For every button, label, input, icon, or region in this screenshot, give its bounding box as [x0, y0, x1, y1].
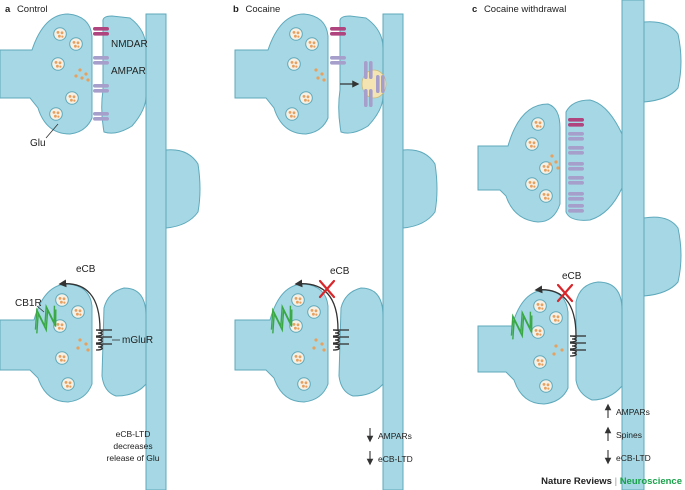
- label-ampar: AMPAR: [111, 66, 146, 77]
- note-b-line-1: AMPARs: [378, 431, 412, 441]
- presynaptic-terminal-b-bottom: [234, 283, 329, 403]
- note-c: AMPARs Spines eCB-LTD: [604, 403, 651, 465]
- label-nmdar: NMDAR: [111, 39, 148, 50]
- panel-b-letter: b: [233, 4, 239, 15]
- label-cb1r: CB1R: [15, 298, 42, 309]
- ecb-arrow-icon: [58, 279, 101, 331]
- panel-c-letter: c: [472, 4, 477, 15]
- note-b-line-2: eCB-LTD: [378, 454, 413, 464]
- ecb-arrow-icon: [534, 285, 577, 337]
- internalized-ampar-endosome: [361, 69, 387, 99]
- note-a-line-2: decreases: [113, 441, 152, 451]
- note-b: AMPARs eCB-LTD: [366, 428, 413, 466]
- note-c-line-2: Spines: [616, 430, 642, 440]
- presynaptic-terminal-c-top: [477, 103, 561, 223]
- block-x-icon: [318, 279, 336, 299]
- glutamate-dot-icon: [312, 68, 326, 352]
- note-c-line-3: eCB-LTD: [616, 453, 651, 463]
- postsynaptic-spine-a-bottom: [101, 287, 147, 397]
- panel-b: b Cocaine eC: [233, 4, 438, 490]
- glutamate-dot-icon: [548, 154, 564, 356]
- glutamate-dot-icon: [76, 338, 90, 352]
- panel-c-title: c Cocaine withdrawal: [472, 4, 566, 15]
- glutamate-dot-icon: [74, 68, 90, 82]
- journal-credit: Nature Reviews | Neuroscience: [541, 476, 682, 487]
- block-x-icon: [556, 283, 574, 303]
- label-ecb-a: eCB: [76, 264, 96, 275]
- glu-leader-line: [45, 123, 59, 139]
- postsynaptic-spine-a-top: [101, 15, 147, 134]
- panel-a-letter: a: [5, 4, 11, 15]
- presynaptic-terminal-b-top: [234, 13, 329, 135]
- postsynaptic-spine-b-bottom: [338, 287, 384, 397]
- dendritic-spine-c-top: [643, 21, 682, 103]
- panel-a-title: a Control: [5, 4, 48, 15]
- panel-b-title-text: Cocaine: [245, 4, 280, 15]
- dendritic-spine-c-middle: [643, 216, 682, 297]
- label-ecb-c: eCB: [562, 271, 582, 282]
- credit-separator: |: [612, 476, 620, 487]
- label-glu: Glu: [30, 138, 46, 149]
- ecb-arrow-icon: [294, 279, 339, 331]
- presynaptic-terminal-a-top: [0, 13, 93, 135]
- postsynaptic-spine-c-bottom: [575, 281, 623, 401]
- dendritic-spine-b-middle: [402, 149, 438, 229]
- cb1r-leader-line: [36, 305, 45, 313]
- dendritic-spine-a-middle: [165, 149, 201, 229]
- note-c-line-1: AMPARs: [616, 407, 650, 417]
- dendrite-shaft-a: [145, 13, 167, 490]
- credit-journal: Nature Reviews: [541, 476, 612, 487]
- panel-a-title-text: Control: [17, 4, 48, 15]
- postsynaptic-spine-c-top: [565, 99, 623, 221]
- label-mglur: mGluR: [122, 335, 153, 346]
- credit-section: Neuroscience: [620, 476, 682, 487]
- presynaptic-terminal-a-bottom: [0, 283, 93, 403]
- note-a-line-1: eCB-LTD: [116, 429, 151, 439]
- panel-b-title: b Cocaine: [233, 4, 280, 15]
- note-a: eCB-LTD decreases release of Glu: [107, 429, 160, 463]
- label-ecb-b: eCB: [330, 266, 350, 277]
- presynaptic-terminal-c-bottom: [477, 289, 569, 405]
- panel-c-title-text: Cocaine withdrawal: [484, 4, 566, 15]
- panel-a: a Control: [0, 4, 201, 490]
- panel-c: c Cocaine withdrawal: [472, 0, 682, 490]
- note-a-line-3: release of Glu: [107, 453, 160, 463]
